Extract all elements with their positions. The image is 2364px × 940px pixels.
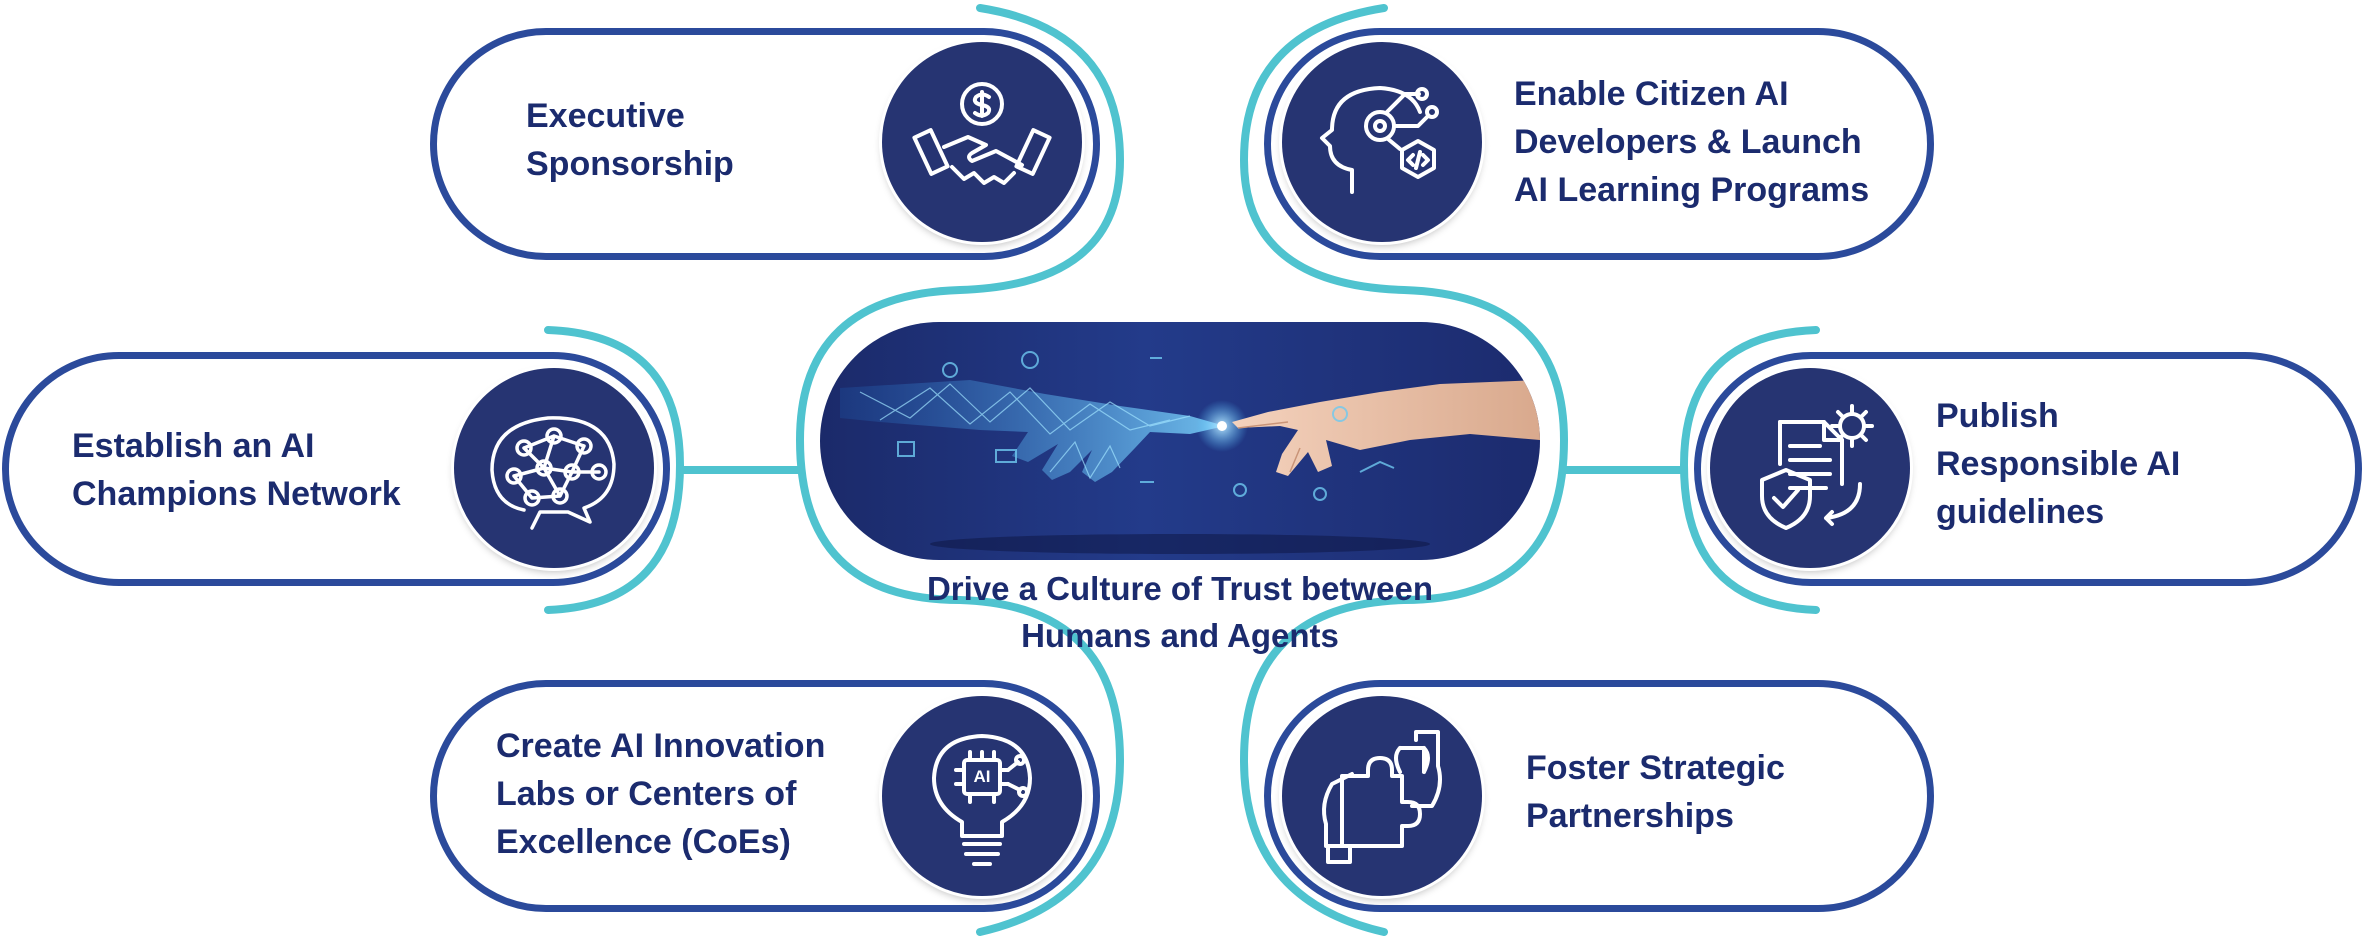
- ai-head-code-icon: [1320, 86, 1439, 194]
- strategic-partnerships-badge: [1282, 696, 1482, 896]
- brain-network-icon: [490, 416, 616, 530]
- executive-sponsorship-label: Executive Sponsorship: [526, 97, 734, 183]
- handshake-dollar-icon: [912, 82, 1052, 185]
- puzzle-hands-icon: [1322, 730, 1442, 864]
- strategic-partnerships-label: Foster Strategic Partnerships: [1526, 749, 1785, 835]
- ai-champions-network-label: Establish an AI Champions Network: [72, 427, 401, 513]
- center-image-panel: [820, 322, 1540, 560]
- ai-innovation-labs-badge: AI: [882, 696, 1082, 896]
- center-caption: Drive a Culture of Trust between Humans …: [926, 570, 1434, 654]
- ai-chip-text: AI: [973, 767, 991, 786]
- document-shield-gear-icon: [1760, 404, 1874, 530]
- responsible-ai-guidelines-badge: [1710, 368, 1910, 568]
- ai-lightbulb-icon: [932, 734, 1032, 866]
- citizen-ai-developers-label: Enable Citizen AI Developers & Launch AI…: [1514, 75, 1870, 209]
- ai-hand-touching-human-hand-image: [840, 351, 1540, 554]
- ai-innovation-labs-label: Create AI Innovation Labs or Centers of …: [496, 727, 826, 861]
- executive-sponsorship-badge: [882, 42, 1082, 242]
- citizen-ai-developers-badge: [1282, 42, 1482, 242]
- ai-champions-network-badge: [454, 368, 654, 568]
- responsible-ai-guidelines-label: Publish Responsible AI guidelines: [1936, 397, 2181, 531]
